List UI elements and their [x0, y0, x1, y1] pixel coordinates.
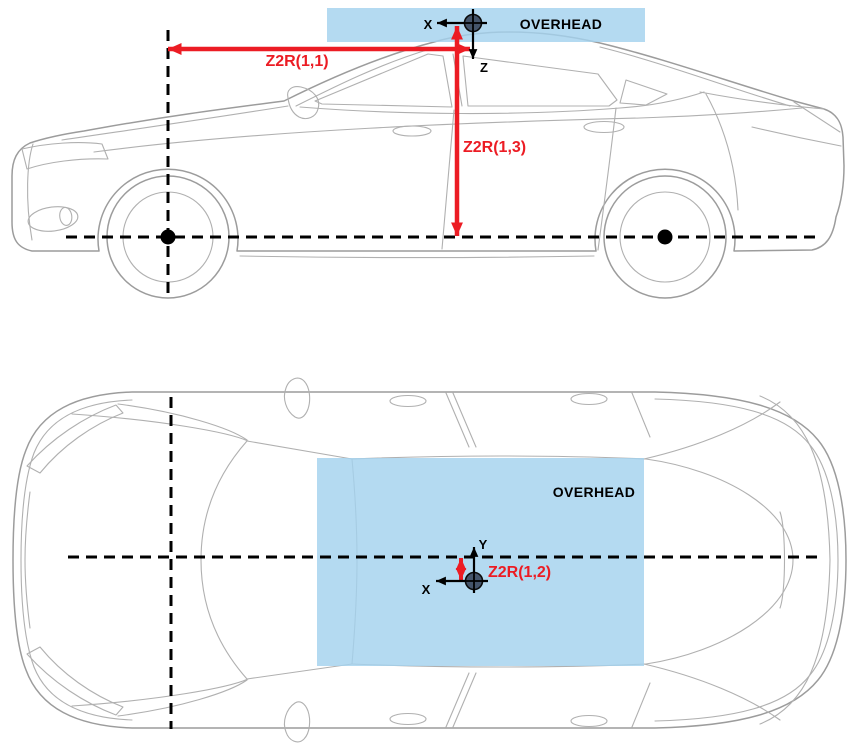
- plan-inner-rear-line: [654, 398, 839, 722]
- windshield-cowl-arc: [200, 440, 248, 680]
- hood-sweep-upper-1: [71, 413, 249, 442]
- rear-door-handle: [583, 120, 625, 134]
- dim-label-z2r11: Z2R(1,1): [265, 53, 328, 70]
- overhead-label-side: OVERHEAD: [520, 16, 603, 32]
- side-mirror: [287, 86, 320, 120]
- front-wheel-center-dot: [160, 229, 176, 245]
- front-door-seam: [441, 109, 455, 250]
- overhead-label-top: OVERHEAD: [553, 484, 636, 500]
- door-seams-top: [445, 392, 651, 448]
- door-handle-front-top: [389, 394, 427, 408]
- nose-inner-line: [27, 143, 34, 241]
- rear-pillar-sweep-bottom: [643, 663, 781, 721]
- rear-wheel-center-dot: [657, 229, 673, 245]
- dimension-z2r13: Z2R(1,3): [451, 26, 526, 236]
- a-pillar-bottom: [246, 663, 353, 680]
- roof-drip-line: [599, 46, 791, 107]
- side-view: Z2R(1,1) Z2R(1,3) X Z OVERHEAD: [11, 8, 845, 299]
- trunk-shoulder-line: [699, 91, 825, 110]
- plan-inner-front-line: [20, 399, 133, 721]
- origin-cross-icon-plan: [462, 569, 486, 593]
- quarter-panel-crease: [705, 93, 739, 211]
- x-axis-label-plan: X: [422, 582, 431, 597]
- headlight-left-top: [26, 404, 124, 474]
- hood-sweep-lower-2: [117, 679, 248, 717]
- rear-window-inner-arc: [779, 511, 786, 609]
- dim-label-z2r13: Z2R(1,3): [463, 139, 526, 156]
- hood-sweep-upper-2: [117, 403, 248, 441]
- door-handle-rear-bottom: [570, 714, 608, 728]
- x-axis-label: X: [424, 17, 433, 32]
- mirror-bottom: [283, 701, 311, 743]
- top-view: Z2R(1,2) Y X OVERHEAD: [12, 377, 847, 743]
- rear-pillar-sweep-top: [643, 401, 781, 460]
- z-axis-label: Z: [480, 60, 488, 75]
- rear-window-arc: [645, 458, 794, 665]
- headlight: [21, 142, 109, 170]
- hood-line: [61, 105, 289, 141]
- headlight-left-bottom: [26, 646, 124, 716]
- side-view-car-art: [11, 31, 845, 299]
- beltline: [299, 91, 705, 115]
- front-door-window: [314, 53, 453, 108]
- body-crease: [93, 107, 803, 153]
- door-handle-front-bottom: [389, 712, 427, 726]
- fog-lamp: [27, 206, 79, 232]
- origin-axes-side: X Z: [424, 9, 488, 75]
- rear-bumper-seam: [759, 395, 831, 725]
- origin-axes-top: Y X: [422, 537, 488, 597]
- y-axis-label: Y: [479, 537, 488, 552]
- door-seams-bottom: [445, 672, 651, 728]
- dimension-z2r11: Z2R(1,1): [168, 43, 470, 70]
- sill-line: [239, 255, 595, 259]
- rear-wheel-rim: [619, 191, 711, 283]
- taillight-lower-line: [751, 126, 842, 147]
- top-view-car-art: [12, 377, 847, 743]
- overhead-zone-top: [317, 458, 644, 666]
- hood-sweep-lower-1: [71, 678, 249, 707]
- front-door-handle: [392, 125, 432, 137]
- origin-cross-icon: [461, 11, 485, 35]
- roof-rail-top: [351, 455, 647, 460]
- rear-door-seam: [597, 107, 617, 251]
- nose-inner-arc: [24, 491, 31, 629]
- dimension-z2r12: Z2R(1,2): [455, 558, 551, 581]
- car-body-outline: [11, 31, 845, 252]
- a-pillar-top: [246, 440, 353, 460]
- plan-body-outline: [12, 391, 847, 729]
- rear-door-window: [462, 55, 618, 107]
- dim-label-z2r12: Z2R(1,2): [488, 564, 551, 581]
- quarter-window: [619, 79, 668, 106]
- overhead-zone-side: [327, 8, 645, 42]
- rear-wheel-tire: [603, 175, 727, 299]
- door-handle-rear-top: [570, 392, 608, 406]
- mirror-top: [283, 377, 311, 419]
